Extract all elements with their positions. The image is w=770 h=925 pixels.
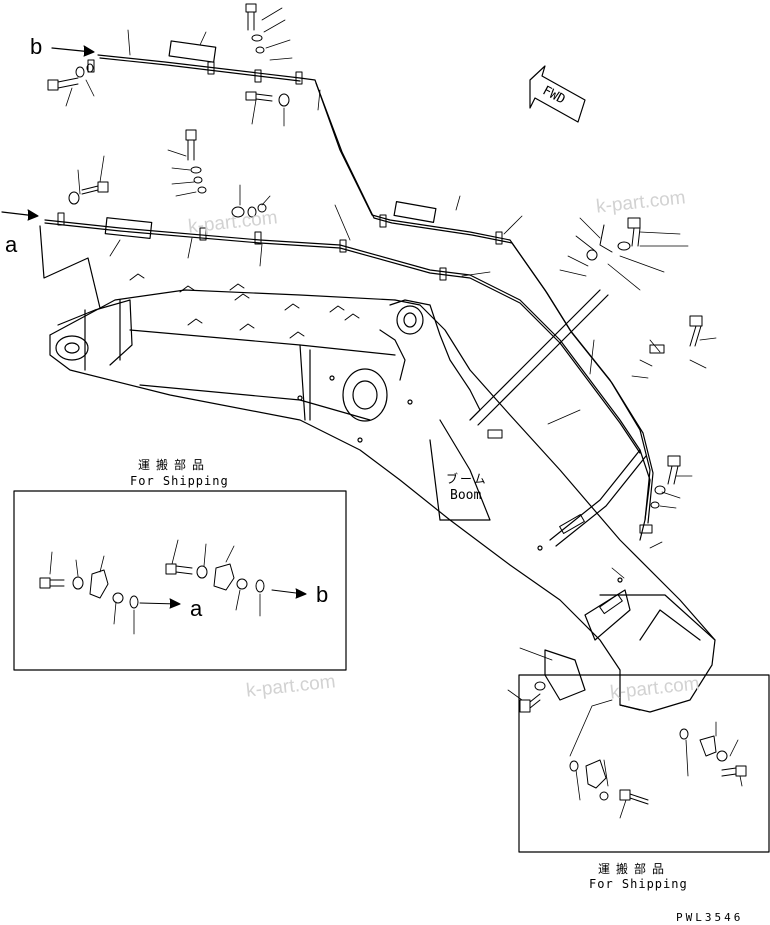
top-hardware xyxy=(47,3,703,713)
boom-label-en: Boom xyxy=(450,488,482,503)
reference-arrows-top xyxy=(1,45,101,309)
boom-side-pipes xyxy=(469,289,647,547)
boom-body xyxy=(49,289,716,713)
drawing-code: PWL3546 xyxy=(676,911,744,924)
boom-label-jp: ブーム xyxy=(446,472,488,486)
shipping-right-en: For Shipping xyxy=(589,877,688,891)
pipe-clips xyxy=(57,59,665,615)
ref-b-top-label: b xyxy=(30,34,43,59)
fwd-arrow-shape xyxy=(529,65,586,123)
right-shipping-box xyxy=(518,674,770,853)
leader-lines xyxy=(65,7,717,701)
shipping-left-jp: 運搬部品 xyxy=(138,458,211,472)
shipping-right-jp: 運搬部品 xyxy=(598,862,671,876)
ref-b-box-label: b xyxy=(316,582,329,607)
shipping-left-en: For Shipping xyxy=(130,474,229,488)
left-shipping-box xyxy=(13,490,347,671)
ref-a-box-label: a xyxy=(190,596,203,621)
ref-a-top-label: a xyxy=(5,232,18,257)
boom-top-clamps xyxy=(129,273,360,339)
